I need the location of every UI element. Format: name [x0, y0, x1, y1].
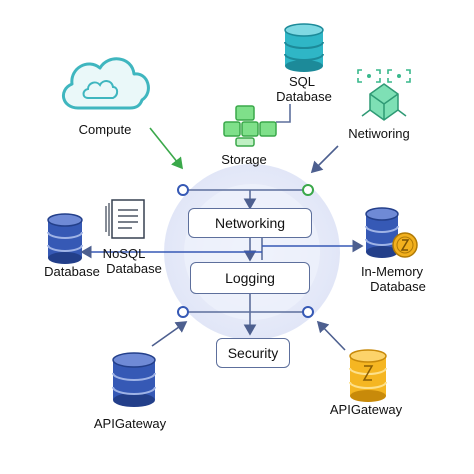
in-memory-database-icon: [365, 207, 399, 258]
nosql-document-icon: [105, 199, 145, 239]
api-gateway-icon: [349, 349, 387, 402]
connector-node: [177, 184, 189, 196]
in-memory-label-line1: In-Memory: [360, 264, 424, 279]
database-icon: [47, 213, 83, 264]
in-memory-label-line2: Database: [370, 279, 426, 294]
connector-node: [302, 184, 314, 196]
network-icon: [357, 69, 411, 121]
connector-node: [302, 306, 314, 318]
sql-database-label-line2: Database: [276, 89, 332, 104]
logging-box: Logging: [190, 262, 310, 294]
security-box: Security: [216, 338, 290, 368]
api-gateway-icon: [112, 352, 156, 407]
storage-label: Storage: [221, 152, 267, 167]
compute-label: Compute: [78, 122, 132, 137]
sql-database-icon: [284, 23, 324, 72]
sql-database-label-line1: SQL: [288, 74, 316, 89]
apigateway-left-label: APIGateway: [93, 416, 167, 431]
nosql-label-line2: Database: [106, 261, 162, 276]
apigateway-right-label: APIGateway: [329, 402, 403, 417]
coin-icon: [392, 232, 418, 258]
database-left-label: Database: [44, 264, 100, 279]
networking-box: Networking: [188, 208, 312, 238]
storage-icon: [223, 105, 277, 147]
connector-node: [177, 306, 189, 318]
cloud-icon: [62, 57, 150, 110]
nosql-label-line1: NoSQL: [102, 246, 146, 261]
netiworing-label: Netiworing: [348, 126, 410, 141]
